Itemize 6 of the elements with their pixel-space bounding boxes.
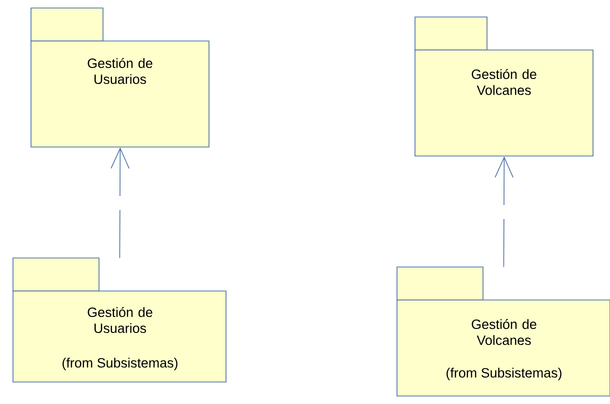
package-box: Gestión de Usuarios (from Subsistemas): [12, 258, 226, 382]
package-box: Gestión de Volcanes (from Subsistemas): [396, 266, 610, 396]
package-box: Gestión de Volcanes: [414, 16, 594, 156]
package-box: Gestión de Usuarios: [30, 8, 210, 148]
dependency-arrow: [494, 156, 514, 268]
dependency-arrow: [110, 147, 130, 258]
